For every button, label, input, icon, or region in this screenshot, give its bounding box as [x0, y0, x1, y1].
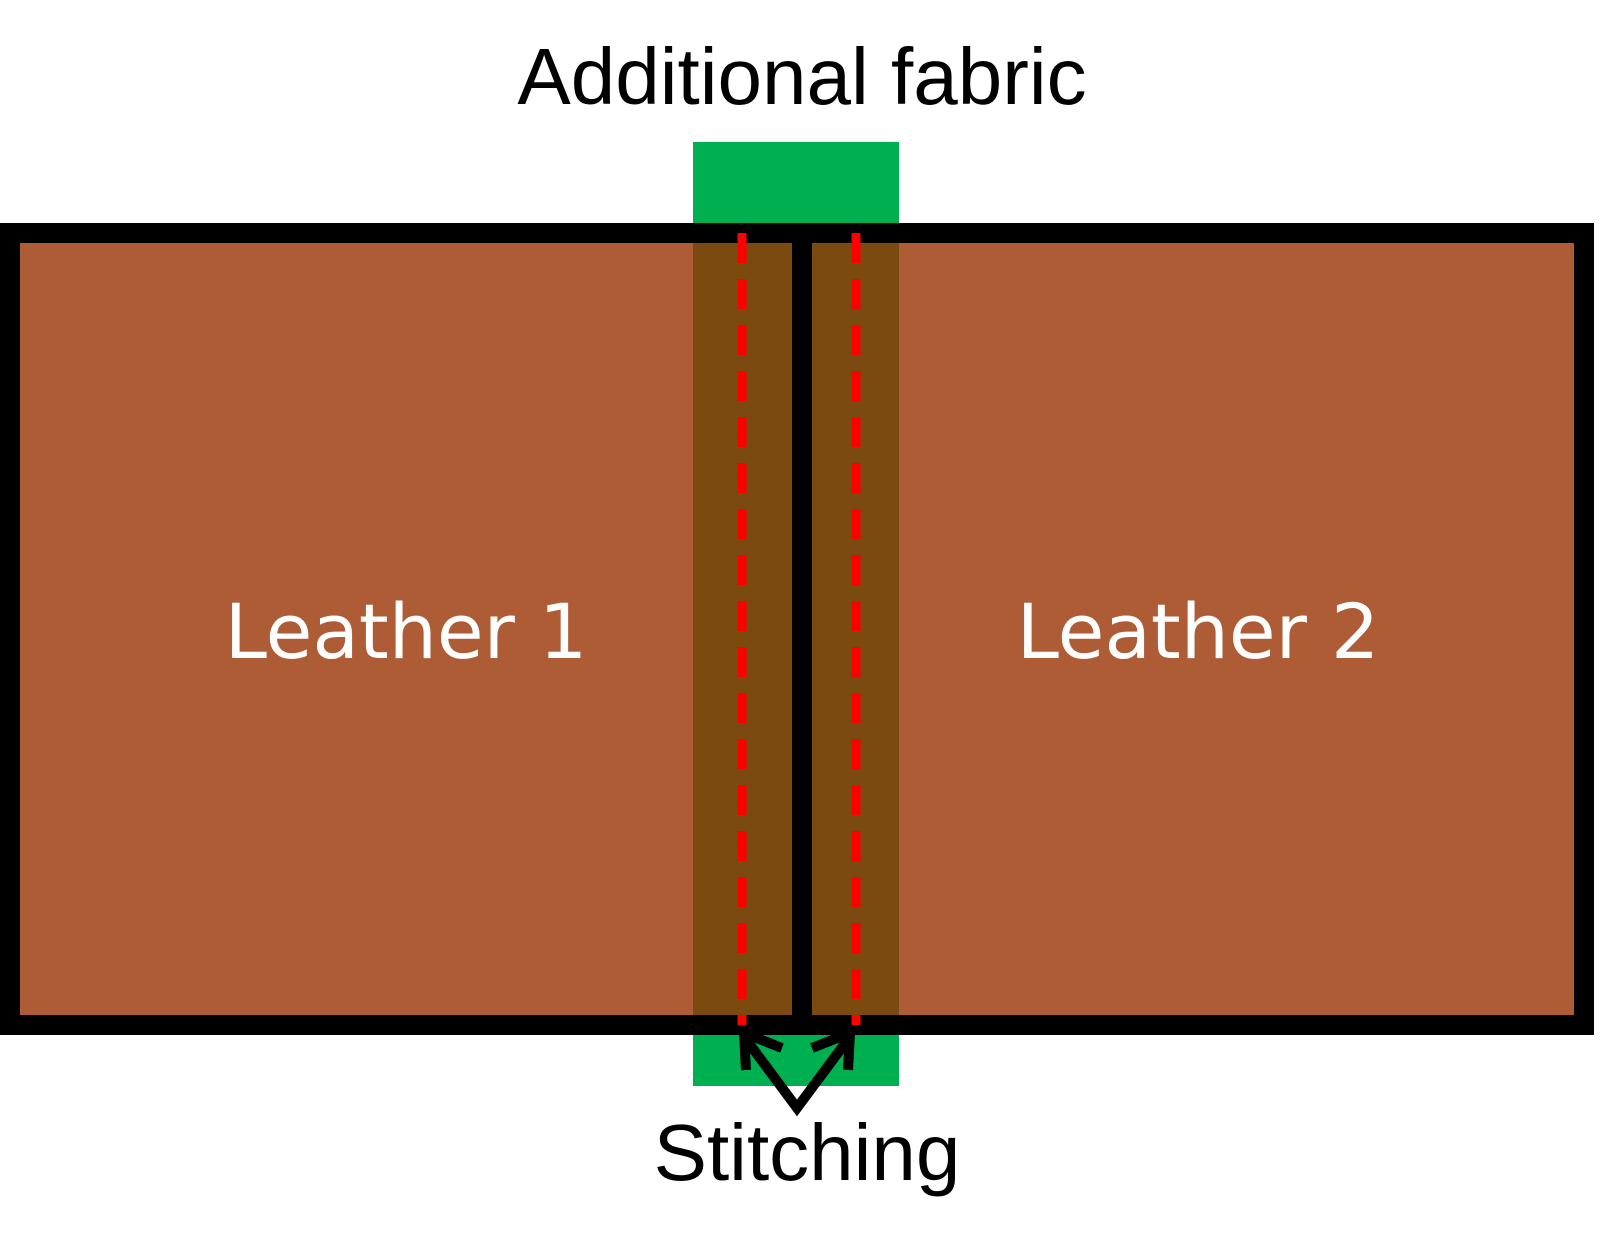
leather-panel-right: [792, 223, 1594, 1035]
leather-1-label: Leather 1: [225, 587, 588, 676]
leather-2-label: Leather 2: [1017, 587, 1380, 676]
leather-panel-left: [0, 223, 812, 1035]
stitching-arrow: [738, 1025, 856, 1117]
stitching-arrow-shaft: [743, 1039, 851, 1117]
stitching-arrowhead-left: [738, 1025, 784, 1071]
additional-fabric-label: Additional fabric: [517, 32, 1086, 121]
stitching-label: Stitching: [654, 1108, 961, 1197]
stitching-arrowhead-right: [810, 1025, 856, 1071]
